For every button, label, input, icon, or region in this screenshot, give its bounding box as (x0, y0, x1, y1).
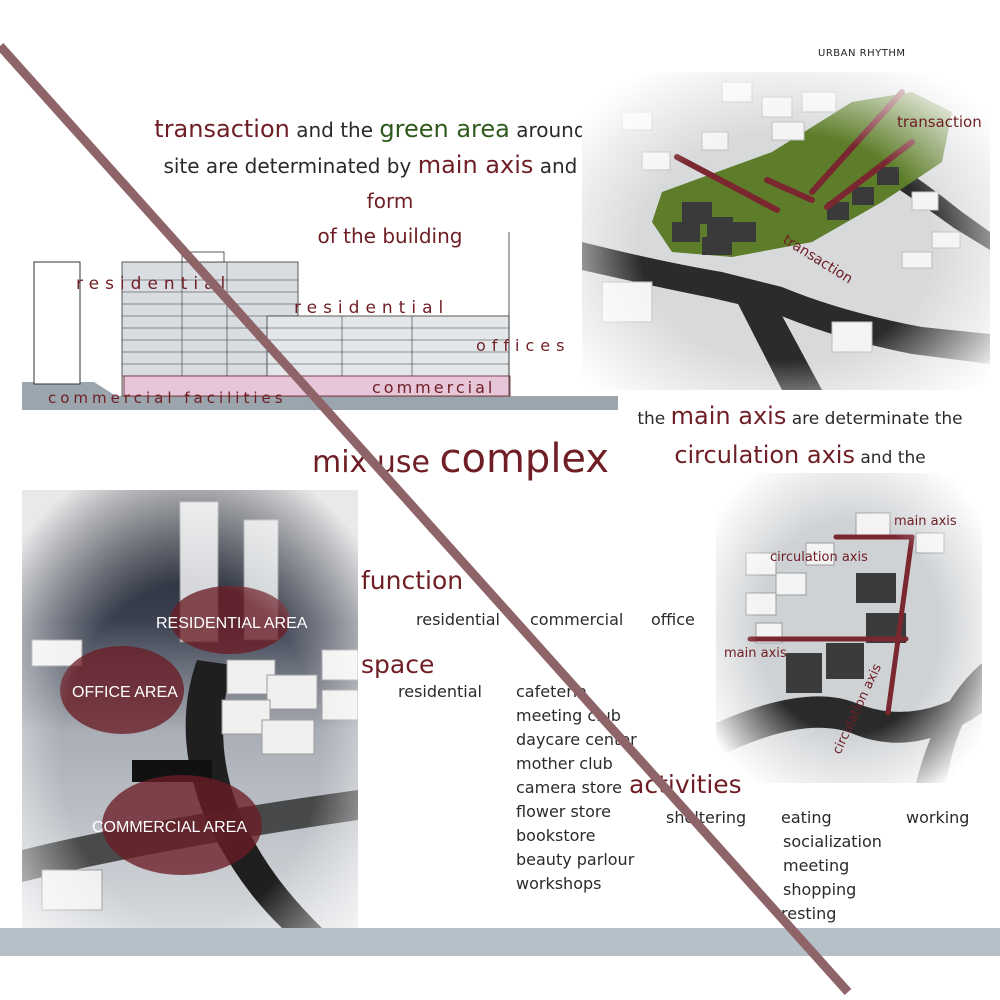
activity-item: shopping (783, 880, 857, 899)
activities-heading: activities (629, 770, 742, 799)
function-item: office (651, 610, 695, 629)
space-item: camera store (516, 778, 622, 797)
title-part-2: complex (439, 436, 610, 482)
activity-item: working (906, 808, 970, 827)
activity-item: sheltering (666, 808, 747, 827)
map-label-main-axis-top: main axis (894, 514, 957, 529)
space-item: mother club (516, 754, 613, 773)
space-item: flower store (516, 802, 611, 821)
section-label-residential: residential (76, 274, 232, 294)
section-label-offices: offices (476, 336, 571, 355)
header-label: URBAN RHYTHM (818, 48, 906, 59)
statement-word-form: form (366, 189, 414, 213)
map-label-main-axis-left: main axis (724, 646, 787, 661)
building-section-elevation: residential residential offices commerci… (22, 230, 618, 415)
space-residential: residential (398, 682, 482, 701)
space-item: meeting club (516, 706, 621, 725)
bottom-band (0, 928, 1000, 956)
axis-text: and the (854, 448, 926, 468)
space-item: cafeteria (516, 682, 588, 701)
zone-label-office: OFFICE AREA (72, 684, 178, 701)
space-item: beauty parlour (516, 850, 635, 869)
title-part-1: mix use (312, 445, 440, 480)
map-label-circulation-axis-top: circulation axis (770, 550, 868, 565)
statement-word-main-axis: main axis (417, 151, 534, 179)
activity-item: socialization (783, 832, 882, 851)
axis-word-main-axis: main axis (670, 402, 787, 430)
axis-text: the (637, 409, 671, 429)
activity-item: meeting (783, 856, 850, 875)
function-heading: function (361, 566, 464, 595)
axis-text: are determinate the (786, 409, 963, 429)
zone-label-residential: RESIDENTIAL AREA (156, 615, 308, 632)
function-item: residential (416, 610, 500, 629)
axis-word-circulation-axis: circulation axis (674, 441, 855, 469)
section-label-commercial: commercial (372, 378, 496, 397)
section-label-residential-2: residential (294, 298, 450, 318)
site-model-aerial-image: transaction transaction (582, 72, 990, 390)
space-heading: space (361, 650, 435, 679)
circulation-axis-model-image: main axis circulation axis main axis cir… (716, 473, 982, 783)
activity-item: resting (781, 904, 837, 923)
section-label-commercial-facilities: commercial facilities (48, 389, 287, 407)
function-item: commercial (530, 610, 624, 629)
statement-word-green-area: green area (379, 115, 510, 143)
area-zoning-model-image: RESIDENTIAL AREA OFFICE AREA COMMERCIAL … (22, 490, 358, 928)
space-item: workshops (516, 874, 602, 893)
space-item: daycare center (516, 730, 637, 749)
activity-item: eating (781, 808, 832, 827)
statement-text: site are determinated by (163, 154, 418, 178)
statement-word-transaction: transaction (154, 115, 290, 143)
map-label-transaction-1: transaction (897, 113, 982, 131)
space-item: bookstore (516, 826, 596, 845)
zone-label-commercial: COMMERCIAL AREA (92, 819, 247, 836)
page-title: mix use complex (312, 436, 609, 482)
statement-text: and the (289, 118, 380, 142)
